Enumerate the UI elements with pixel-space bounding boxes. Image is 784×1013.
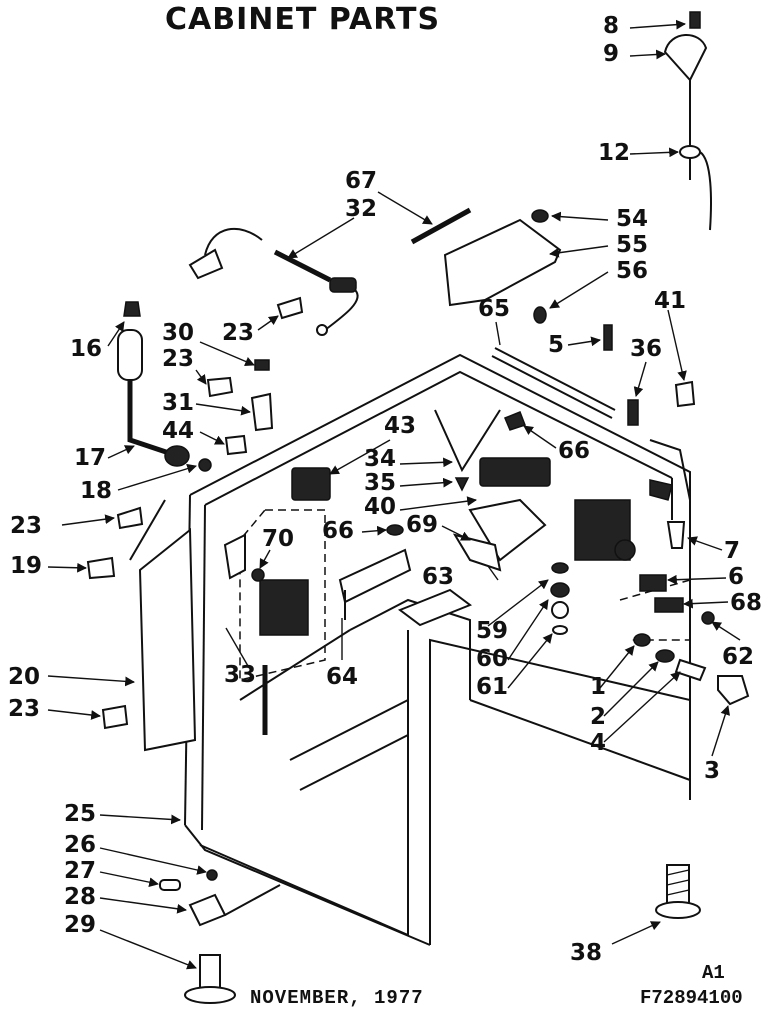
callout-label: 23: [162, 346, 195, 372]
callout-label: 70: [262, 526, 295, 552]
callout-label: 23: [222, 320, 255, 346]
callout-label: 31: [162, 390, 195, 416]
diagram-title: CABINET PARTS: [165, 2, 441, 37]
callout-label: 64: [326, 664, 359, 690]
callout-label: 5: [548, 332, 565, 358]
callout-label: 60: [476, 646, 509, 672]
callout-label: 2: [590, 704, 607, 730]
callout-label: 9: [603, 41, 620, 67]
callout-label: 20: [8, 664, 41, 690]
callout-label: 28: [64, 884, 97, 910]
callout-label: 16: [70, 336, 103, 362]
callout-label: 62: [722, 644, 755, 670]
callout-label: 67: [345, 168, 378, 194]
callout-label: 23: [10, 513, 43, 539]
lower-parts: [159, 633, 750, 1004]
callout-label: 61: [476, 674, 509, 700]
callout-label: 44: [162, 418, 195, 444]
callout-label: 40: [364, 494, 397, 520]
callout-label: 35: [364, 470, 397, 496]
callout-label: 7: [724, 538, 741, 564]
callout-label: 63: [422, 564, 455, 590]
callout-label: 54: [616, 206, 649, 232]
callout-label: 18: [80, 478, 113, 504]
callout-label: 19: [10, 553, 43, 579]
cabinet-body: [184, 353, 691, 946]
console-parts: [223, 347, 715, 681]
callout-label: 29: [64, 912, 97, 938]
callout-label: 43: [384, 413, 417, 439]
callout-label: 32: [345, 196, 378, 222]
callout-label: 68: [730, 590, 763, 616]
callout-label: 65: [478, 296, 511, 322]
callout-label: 3: [704, 758, 721, 784]
callout-label: 66: [322, 518, 355, 544]
callout-label: 59: [476, 618, 509, 644]
callout-label: 56: [616, 258, 649, 284]
left-side-parts: [86, 499, 197, 752]
callout-label: 30: [162, 320, 195, 346]
callout-label: 38: [570, 940, 603, 966]
callout-label: 33: [224, 662, 257, 688]
callout-label: 23: [8, 696, 41, 722]
loose-upper-parts: [117, 11, 712, 472]
leader-lines: [47, 19, 741, 970]
callout-label: 66: [558, 438, 591, 464]
callout-label: 36: [630, 336, 663, 362]
callout-label: 55: [616, 232, 649, 258]
callout-label: 34: [364, 446, 397, 472]
callout-label: 17: [74, 445, 107, 471]
callout-label: 12: [598, 140, 631, 166]
callout-label: 6: [728, 564, 745, 590]
callout-label: 8: [603, 13, 620, 39]
callout-label: 25: [64, 801, 97, 827]
callout-label: 41: [654, 288, 687, 314]
callout-label: 27: [64, 858, 97, 884]
revision-code: A1: [702, 962, 725, 984]
callout-label: 69: [406, 512, 439, 538]
publication-date: NOVEMBER, 1977: [250, 987, 424, 1009]
callout-label: 4: [590, 730, 607, 756]
callout-label: 26: [64, 832, 97, 858]
callout-label: 1: [590, 674, 607, 700]
drawing-number: F72894100: [640, 987, 743, 1009]
